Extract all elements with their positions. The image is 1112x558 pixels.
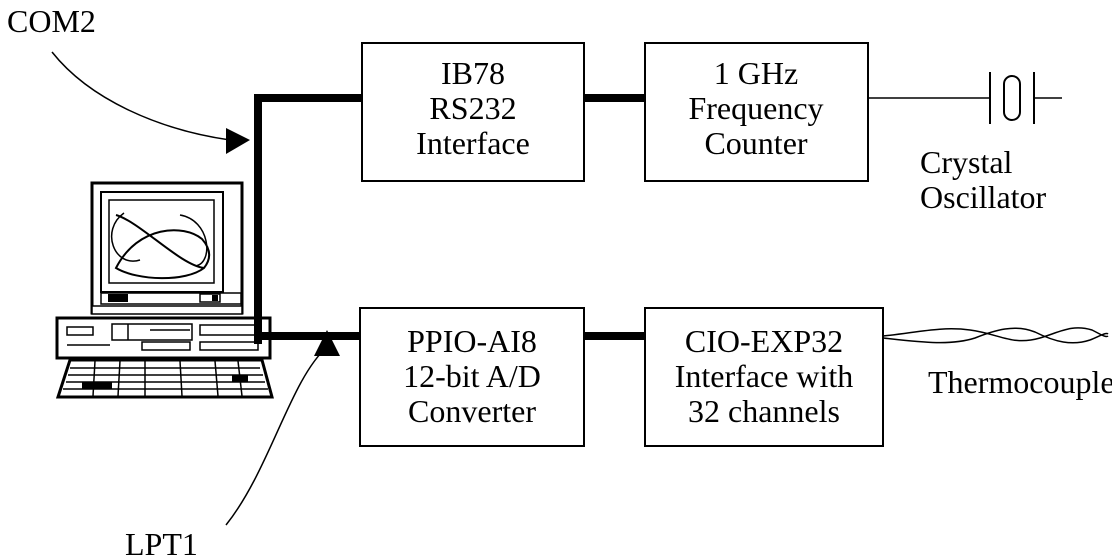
- box-line: CIO-EXP32: [685, 323, 843, 359]
- keyboard: [55, 358, 274, 399]
- monitor: [90, 181, 244, 315]
- box-line: Counter: [704, 125, 807, 161]
- box-line: PPIO-AI8: [407, 323, 537, 359]
- box-line: 1 GHz: [714, 55, 798, 91]
- box-line: RS232: [429, 90, 516, 126]
- box-line: 12-bit A/D: [403, 358, 541, 394]
- box-line: Interface with: [675, 358, 854, 394]
- rs232-interface-box: IB78 RS232 Interface: [361, 42, 585, 182]
- box-line: 32 channels: [688, 393, 840, 429]
- crystal-label-line2: Oscillator: [920, 179, 1047, 215]
- thermocouple-label: Thermocouple: [928, 364, 1112, 400]
- thermocouple-wire-icon: [882, 327, 1109, 344]
- crystal-label-line1: Crystal: [920, 144, 1013, 180]
- system-unit: [55, 305, 272, 360]
- box-line: Frequency: [688, 90, 823, 126]
- com-bus-line: [254, 94, 362, 344]
- com-port-label: COM2: [7, 3, 96, 39]
- box-line: Converter: [408, 393, 536, 429]
- crystal-oscillator-icon: [868, 72, 1062, 124]
- computer-icon: [55, 181, 274, 399]
- ad-converter-box: PPIO-AI8 12-bit A/D Converter: [359, 307, 585, 447]
- lpt-port-label: LPT1: [125, 526, 198, 558]
- frequency-counter-box: 1 GHz Frequency Counter: [644, 42, 869, 182]
- com-port-pointer: [51, 51, 250, 154]
- box-line: Interface: [416, 125, 530, 161]
- box-line: IB78: [441, 55, 505, 91]
- lpt-port-pointer: [225, 330, 340, 526]
- multiplexer-box: CIO-EXP32 Interface with 32 channels: [644, 307, 884, 447]
